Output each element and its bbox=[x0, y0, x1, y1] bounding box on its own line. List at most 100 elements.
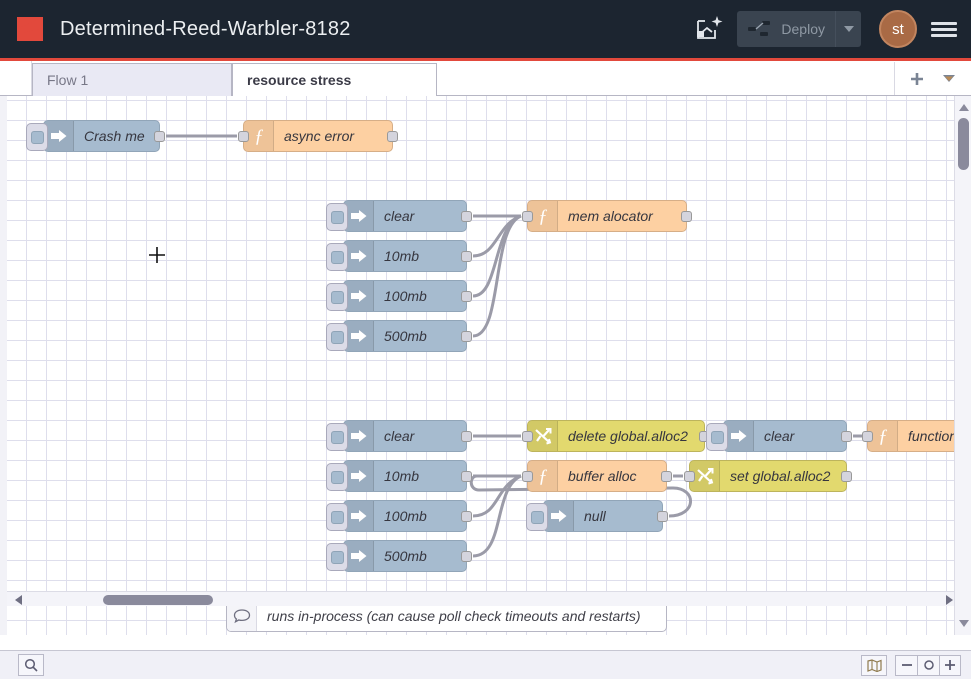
node-label: Crash me bbox=[74, 128, 157, 144]
input-port[interactable] bbox=[684, 471, 695, 482]
node-inject-n9[interactable]: 10mb bbox=[343, 460, 467, 492]
node-func-n13[interactable]: ƒ buffer alloc bbox=[527, 460, 667, 492]
canvas-grid bbox=[7, 96, 971, 635]
deploy-chevron-down-icon[interactable] bbox=[835, 11, 861, 47]
node-label: runs in-process (can cause poll check ti… bbox=[257, 608, 653, 624]
node-label: 10mb bbox=[374, 248, 431, 264]
node-red-logo-icon bbox=[14, 13, 46, 45]
inject-trigger-button[interactable] bbox=[326, 543, 348, 571]
output-port[interactable] bbox=[841, 471, 852, 482]
inject-trigger-button[interactable] bbox=[326, 203, 348, 231]
input-port[interactable] bbox=[862, 431, 873, 442]
output-port[interactable] bbox=[461, 471, 472, 482]
scroll-up-arrow-icon[interactable] bbox=[959, 104, 969, 111]
output-port[interactable] bbox=[461, 511, 472, 522]
inject-trigger-button[interactable] bbox=[326, 503, 348, 531]
deploy-label: Deploy bbox=[773, 21, 835, 37]
zoom-controls bbox=[895, 655, 961, 676]
output-port[interactable] bbox=[661, 471, 672, 482]
node-label: 10mb bbox=[374, 468, 431, 484]
svg-text:ƒ: ƒ bbox=[878, 426, 888, 446]
flow-canvas[interactable]: Crash meƒasync errorclear10mb100mb500mbƒ… bbox=[0, 96, 971, 635]
output-port[interactable] bbox=[841, 431, 852, 442]
input-port[interactable] bbox=[238, 131, 249, 142]
node-change-n12[interactable]: delete global.alloc2 bbox=[527, 420, 705, 452]
inject-trigger-button[interactable] bbox=[526, 503, 548, 531]
node-inject-n4[interactable]: 10mb bbox=[343, 240, 467, 272]
flow-sparkle-icon[interactable] bbox=[685, 0, 733, 58]
inject-trigger-button[interactable] bbox=[326, 463, 348, 491]
node-label: async error bbox=[274, 128, 366, 144]
output-port[interactable] bbox=[461, 551, 472, 562]
tab-resource-stress[interactable]: resource stress bbox=[232, 63, 437, 96]
output-port[interactable] bbox=[461, 431, 472, 442]
zoom-in-plus-icon[interactable] bbox=[939, 655, 961, 676]
inject-arrow-icon bbox=[344, 241, 374, 271]
inject-arrow-icon bbox=[724, 421, 754, 451]
output-port[interactable] bbox=[387, 131, 398, 142]
inject-trigger-button[interactable] bbox=[326, 423, 348, 451]
deploy-button[interactable]: Deploy bbox=[737, 11, 861, 47]
node-label: clear bbox=[374, 208, 426, 224]
node-change-n14[interactable]: set global.alloc2 bbox=[689, 460, 847, 492]
node-label: buffer alloc bbox=[558, 468, 648, 484]
node-label: 500mb bbox=[374, 328, 439, 344]
horizontal-scrollbar[interactable] bbox=[7, 591, 961, 606]
svg-text:ƒ: ƒ bbox=[538, 466, 548, 486]
node-inject-n8[interactable]: clear bbox=[343, 420, 467, 452]
node-label: mem alocator bbox=[558, 208, 665, 224]
node-inject-n5[interactable]: 100mb bbox=[343, 280, 467, 312]
inject-trigger-button[interactable] bbox=[326, 283, 348, 311]
app-header: Determined-Reed-Warbler-8182 bbox=[0, 0, 971, 61]
inject-trigger-button[interactable] bbox=[326, 243, 348, 271]
node-inject-n16[interactable]: clear bbox=[723, 420, 847, 452]
scroll-down-arrow-icon[interactable] bbox=[959, 620, 969, 627]
add-flow-plus-icon[interactable] bbox=[901, 64, 933, 94]
input-port[interactable] bbox=[522, 211, 533, 222]
scroll-right-arrow-icon[interactable] bbox=[946, 595, 953, 605]
flow-list-chevron-down-icon[interactable] bbox=[933, 64, 965, 94]
status-bar bbox=[0, 650, 971, 679]
output-port[interactable] bbox=[461, 331, 472, 342]
search-icon[interactable] bbox=[18, 654, 44, 676]
node-label: clear bbox=[374, 428, 426, 444]
avatar[interactable]: st bbox=[879, 10, 917, 48]
zoom-out-minus-icon[interactable] bbox=[895, 655, 917, 676]
inject-trigger-button[interactable] bbox=[26, 123, 48, 151]
canvas-controls bbox=[861, 655, 961, 676]
node-inject-n10[interactable]: 100mb bbox=[343, 500, 467, 532]
node-func-n7[interactable]: ƒ mem alocator bbox=[527, 200, 687, 232]
horizontal-scroll-thumb[interactable] bbox=[103, 595, 213, 605]
inject-trigger-button[interactable] bbox=[706, 423, 728, 451]
input-port[interactable] bbox=[522, 431, 533, 442]
header-actions: Deploy st bbox=[685, 0, 971, 58]
node-label: clear bbox=[754, 428, 806, 444]
vertical-scrollbar[interactable] bbox=[954, 96, 971, 635]
inject-trigger-button[interactable] bbox=[326, 323, 348, 351]
node-inject-n3[interactable]: clear bbox=[343, 200, 467, 232]
output-port[interactable] bbox=[681, 211, 692, 222]
output-port[interactable] bbox=[657, 511, 668, 522]
tab-actions bbox=[894, 62, 971, 95]
hamburger-menu-icon[interactable] bbox=[917, 0, 971, 58]
svg-text:ƒ: ƒ bbox=[538, 206, 548, 226]
vertical-scroll-thumb[interactable] bbox=[958, 118, 969, 170]
tab-flow-1[interactable]: Flow 1 bbox=[32, 63, 232, 96]
node-inject-n1[interactable]: Crash me bbox=[43, 120, 160, 152]
node-label: set global.alloc2 bbox=[720, 468, 842, 484]
node-func-n2[interactable]: ƒasync error bbox=[243, 120, 393, 152]
output-port[interactable] bbox=[461, 291, 472, 302]
node-inject-n6[interactable]: 500mb bbox=[343, 320, 467, 352]
input-port[interactable] bbox=[522, 471, 533, 482]
output-port[interactable] bbox=[154, 131, 165, 142]
node-inject-n11[interactable]: 500mb bbox=[343, 540, 467, 572]
node-label: 100mb bbox=[374, 508, 439, 524]
page-title: Determined-Reed-Warbler-8182 bbox=[60, 18, 351, 41]
zoom-reset-circle-icon[interactable] bbox=[917, 655, 939, 676]
scroll-left-arrow-icon[interactable] bbox=[15, 595, 22, 605]
output-port[interactable] bbox=[461, 211, 472, 222]
node-label: null bbox=[574, 508, 618, 524]
navigator-map-icon[interactable] bbox=[861, 655, 887, 676]
output-port[interactable] bbox=[461, 251, 472, 262]
node-inject-n15[interactable]: null bbox=[543, 500, 663, 532]
